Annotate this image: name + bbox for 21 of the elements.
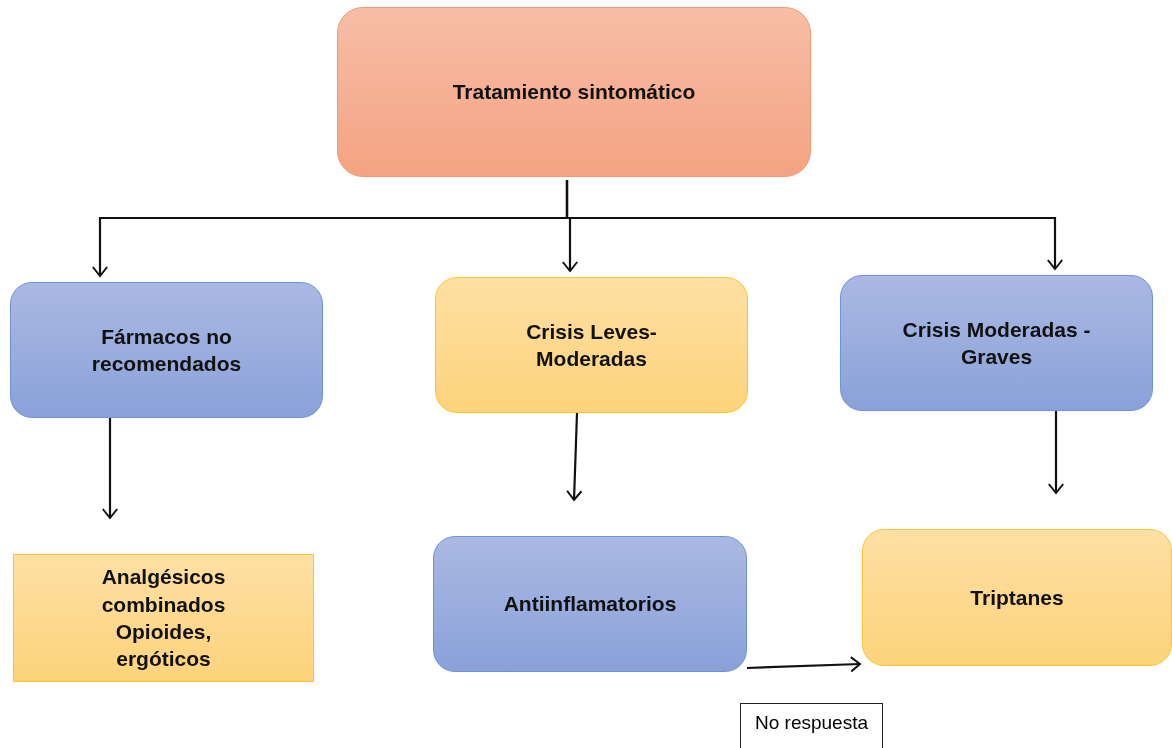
node-label: Tratamiento sintomático — [452, 79, 696, 106]
node-label: Crisis Moderadas - Graves — [901, 316, 1092, 370]
process-box — [840, 275, 1153, 411]
process-box — [862, 529, 1172, 666]
node-label: Triptanes — [970, 584, 1064, 611]
process-box — [337, 7, 811, 177]
arrow — [566, 412, 583, 501]
process-box — [10, 282, 323, 418]
node-label: Fármacos no recomendados — [90, 323, 243, 377]
arrow — [746, 656, 861, 673]
process-box — [435, 277, 748, 413]
node-label: Antiinflamatorios — [503, 591, 677, 618]
edge-label: No respuesta — [740, 703, 883, 748]
node-label: Opioides, ergóticos — [114, 619, 213, 673]
node-label: Crisis Leves-Moderadas — [525, 318, 658, 372]
arrow — [1047, 411, 1065, 494]
arrow — [101, 418, 119, 519]
node-label: Analgésicos combinados — [100, 564, 227, 618]
process-box — [433, 536, 747, 672]
process-box — [13, 554, 314, 682]
arrow — [565, 180, 1064, 270]
